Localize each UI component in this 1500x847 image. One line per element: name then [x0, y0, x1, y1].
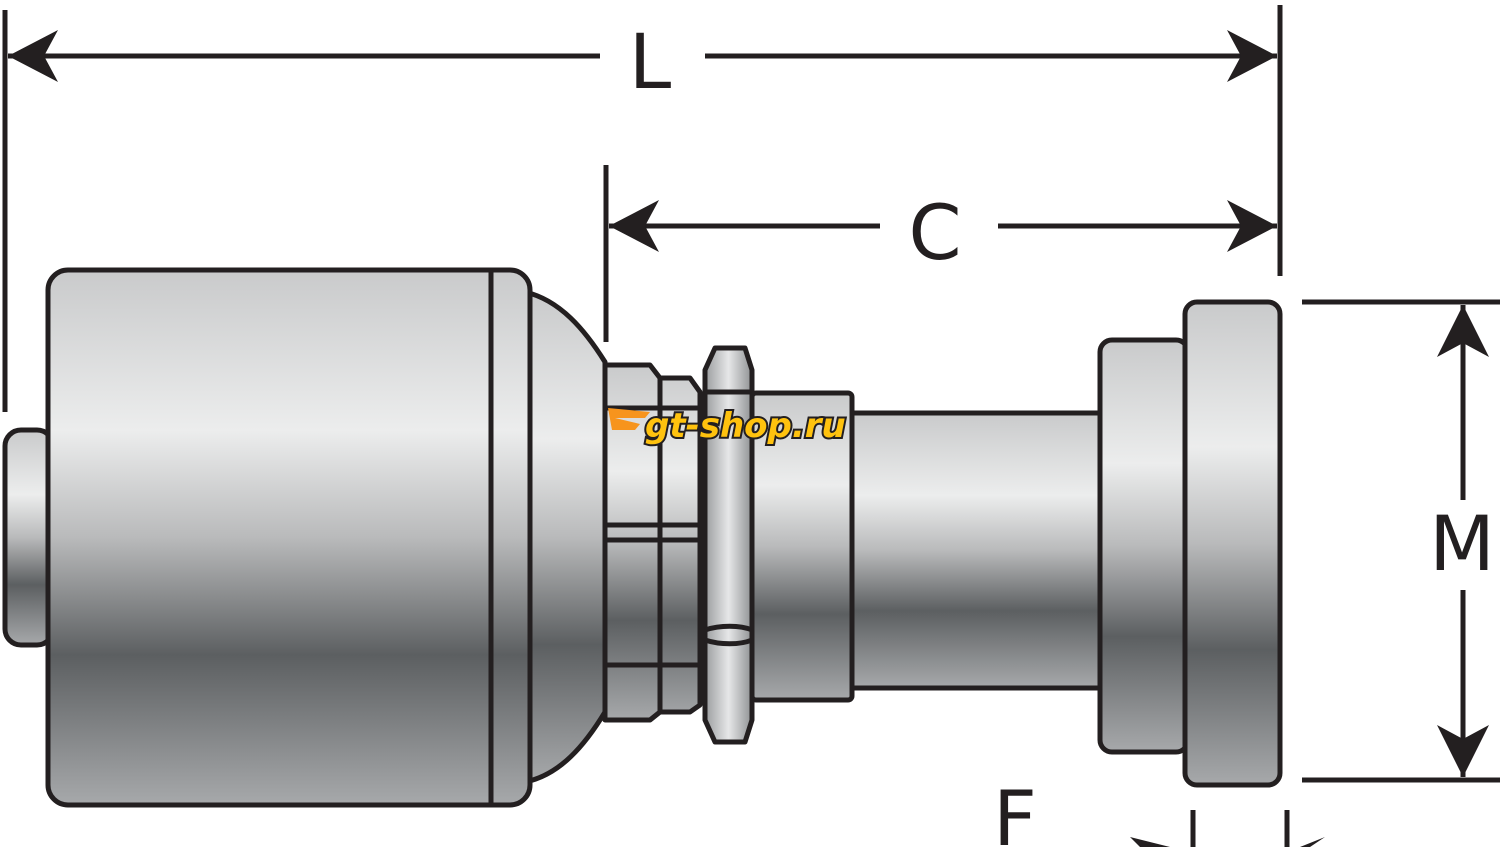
dimension-L — [2, 5, 1283, 412]
arrowhead-left-icon — [609, 200, 659, 252]
dimension-M — [1302, 299, 1500, 783]
arrowhead-right-icon — [1130, 837, 1170, 847]
arrowhead-up-icon — [1437, 305, 1489, 357]
ferrule — [45, 267, 533, 808]
tube — [849, 410, 1105, 691]
watermark-logo: gt-shop.ru — [608, 404, 848, 448]
speed-lines-icon — [608, 408, 650, 430]
dimension-C — [603, 165, 1277, 342]
dimension-label-M: M — [1429, 499, 1495, 588]
arrowhead-right-icon — [1227, 200, 1277, 252]
dimension-label-F: F — [993, 774, 1037, 847]
dimension-F — [1130, 810, 1325, 847]
arrowhead-left-icon — [8, 30, 58, 82]
ferrule-taper — [522, 289, 608, 785]
watermark-text: gt-shop.ru — [645, 406, 846, 446]
arrowhead-down-icon — [1437, 725, 1489, 777]
arrowhead-right-icon — [1227, 30, 1277, 82]
dimension-label-C: C — [908, 188, 961, 277]
fitting-body — [2, 267, 1283, 808]
flange-shoulder — [1097, 337, 1191, 755]
arrowhead-left-icon — [1300, 837, 1325, 847]
dimension-label-L: L — [629, 17, 671, 106]
flange-head — [1182, 299, 1283, 788]
